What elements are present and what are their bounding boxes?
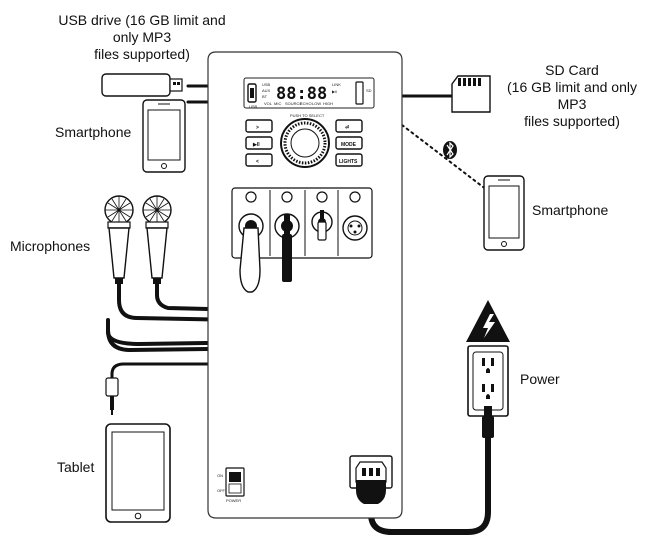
aux-plug <box>317 210 327 241</box>
button-repeat[interactable]: ⏎ <box>335 119 363 133</box>
aux-mini-plug <box>105 377 119 415</box>
button-lights[interactable]: LIGHTS <box>335 153 363 167</box>
power-off-label: OFF <box>217 488 226 493</box>
sd-card <box>451 75 491 113</box>
svg-text:AUX: AUX <box>262 88 271 93</box>
svg-text:⏎: ⏎ <box>344 125 350 131</box>
sd-card-slot[interactable] <box>355 81 364 105</box>
button-play-pause[interactable]: ▶II <box>245 136 273 150</box>
power-label: POWER <box>226 498 241 503</box>
microphone-1 <box>104 195 134 284</box>
svg-text:HIGH: HIGH <box>323 101 333 106</box>
button-previous[interactable]: < <box>245 153 273 167</box>
svg-text:MIC: MIC <box>274 101 281 106</box>
high-voltage-warning-icon <box>466 300 510 342</box>
lcd-display: 88:88 <box>276 84 327 104</box>
microphone-2 <box>142 195 172 284</box>
usb-drive-label: USB drive (16 GB limit and only MP3 file… <box>58 12 226 62</box>
bluetooth-icon <box>443 141 457 159</box>
sd-slot-label: SD <box>366 88 372 93</box>
wall-plug <box>482 406 494 464</box>
button-mode[interactable]: MODE <box>335 136 363 150</box>
tablet <box>105 423 171 523</box>
svg-text:BT: BT <box>262 94 268 99</box>
tablet-label: Tablet <box>57 459 95 475</box>
xlr-plug <box>239 227 261 293</box>
wall-outlet <box>467 345 509 417</box>
svg-text:▶II: ▶II <box>332 89 337 94</box>
power-on-label: ON <box>217 473 223 478</box>
smartphone-left-label: Smartphone <box>55 124 132 140</box>
svg-text:USB: USB <box>262 82 271 87</box>
bluetooth-link <box>401 124 488 191</box>
button-next[interactable]: > <box>245 119 273 133</box>
svg-text:LINK: LINK <box>332 82 341 87</box>
svg-text:LIGHTS: LIGHTS <box>339 159 358 165</box>
smartphone-right <box>483 175 525 251</box>
smartphone-right-label: Smartphone <box>532 202 609 218</box>
smartphone-left <box>142 99 186 173</box>
usb-drive <box>101 73 183 97</box>
svg-text:▶II: ▶II <box>252 142 260 148</box>
microphones-label: Microphones <box>10 238 91 254</box>
svg-text:VOL: VOL <box>264 101 273 106</box>
knob-label: PUSH TO SELECT <box>290 113 325 118</box>
input-panel <box>231 187 373 259</box>
svg-text:<: < <box>256 159 259 165</box>
power-plug <box>356 480 386 504</box>
svg-text:LOW: LOW <box>312 101 321 106</box>
master-knob[interactable] <box>280 118 330 168</box>
power-switch[interactable] <box>225 467 245 497</box>
svg-text:>: > <box>256 125 259 131</box>
link-output-jack[interactable] <box>342 191 368 241</box>
power-label-text: Power <box>520 371 560 387</box>
svg-text:MODE: MODE <box>341 142 357 148</box>
usb-port-label: USB <box>249 104 258 109</box>
speaker: USB USB AUX BT 88:88 LINK ▶II VOL MIC SO… <box>207 51 403 519</box>
svg-text:ECHO: ECHO <box>300 101 312 106</box>
svg-text:SOURCE: SOURCE <box>285 101 302 106</box>
sd-card-label: SD Card (16 GB limit and only MP3 files … <box>507 62 637 129</box>
power-cable <box>368 459 491 535</box>
source-indicators: USB AUX BT <box>262 82 271 99</box>
speaker-cabinet <box>207 51 403 519</box>
display-strip <box>243 77 375 109</box>
level-bar-labels: VOL MIC SOURCE ECHO LOW HIGH <box>264 101 333 106</box>
status-indicators: LINK ▶II <box>332 82 341 94</box>
quarter-inch-plug <box>282 214 292 282</box>
